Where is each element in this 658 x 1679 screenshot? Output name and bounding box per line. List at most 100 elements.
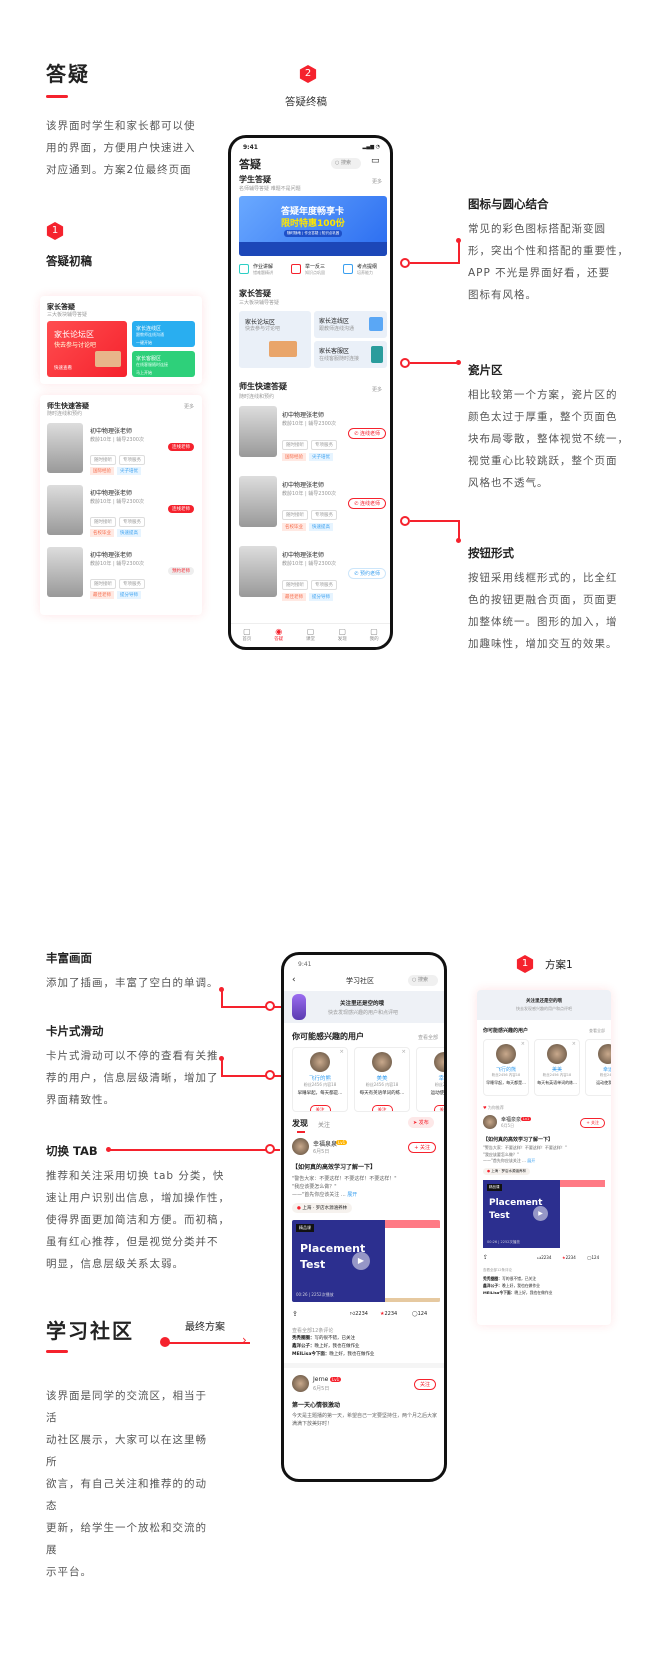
play-icon[interactable]: ▶: [533, 1206, 548, 1221]
more-link[interactable]: 更多: [183, 404, 194, 410]
start-link[interactable]: 一键开始: [136, 340, 152, 345]
view-comments-link[interactable]: 查看全部12条评论: [292, 1328, 334, 1334]
service-tile[interactable]: 家长客服区 在线客服随时连接: [314, 341, 387, 368]
comment-count: 124: [591, 1255, 600, 1260]
tag: 专项服务: [311, 510, 337, 520]
view-all-link[interactable]: 查看全部: [417, 1035, 438, 1041]
follow-button[interactable]: 关注: [413, 1379, 436, 1390]
forum-tile[interactable]: 家长论坛区 快去参与讨论吧: [239, 311, 311, 368]
service-tile[interactable]: 家长客服区 在线客服随时连接 马上开始: [132, 351, 195, 377]
star-button[interactable]: ★2234: [562, 1255, 576, 1260]
tab-item[interactable]: ▢发现: [338, 624, 347, 647]
more-link[interactable]: 更多: [371, 179, 382, 185]
message-icon[interactable]: ▭: [371, 156, 380, 166]
location-tag[interactable]: ● 上海 · 罗店水源涵养林: [483, 1168, 531, 1175]
close-icon[interactable]: ×: [520, 1041, 525, 1047]
share-icon[interactable]: ⇪: [483, 1254, 489, 1261]
star-button[interactable]: ★2234: [380, 1311, 397, 1317]
view-comments-link[interactable]: 查看全部12条评论: [483, 1268, 512, 1272]
empty-follow-banner: 关注里还是空的哦 快去发现感兴趣的用户和点评吧: [477, 990, 611, 1020]
post-title[interactable]: 【如何真的高效学习了解一下】: [292, 1164, 377, 1171]
avatar[interactable]: [483, 1115, 497, 1129]
connect-tile[interactable]: 家长连线区 跟教师连线沟通 一键开始: [132, 321, 195, 347]
share-icon[interactable]: ⇪: [292, 1310, 298, 1318]
follow-button[interactable]: + 关注: [545, 1095, 570, 1096]
follow-button[interactable]: 关注: [433, 1105, 444, 1111]
tab-item[interactable]: ▢首页: [242, 624, 251, 647]
follow-button[interactable]: + 关注: [408, 1142, 436, 1153]
follow-button[interactable]: 关注: [309, 1105, 331, 1111]
follow-button[interactable]: 关注: [371, 1105, 393, 1112]
card-subtitle: 随时连线和预约: [47, 411, 83, 417]
user-card[interactable]: ×幸运粉丝2456运动使我快...+ 关注: [585, 1039, 611, 1096]
follow-button[interactable]: + 关注: [494, 1095, 519, 1096]
comment: 鑫洋公子：晚上好，我也在做作业: [483, 1282, 552, 1289]
tab-item[interactable]: ▢我的: [370, 624, 379, 647]
connector-line: [221, 1075, 281, 1077]
feature-item[interactable]: 举一反三知识点巩固: [291, 262, 341, 278]
annotation-ring: [265, 1144, 275, 1154]
feature-item[interactable]: 作业讲解错难题精讲: [239, 262, 289, 278]
user-card[interactable]: ×幸运粉丝2456运动使我快...关注: [416, 1047, 444, 1112]
follow-label: 关注: [377, 1108, 387, 1112]
close-icon[interactable]: ×: [571, 1041, 576, 1047]
expand-link[interactable]: 展开: [527, 1158, 536, 1163]
play-icon[interactable]: ▶: [352, 1252, 370, 1270]
search-button[interactable]: ○ 搜索: [331, 158, 361, 169]
forum-tile[interactable]: 家长论坛区 快去参与讨论吧 快速查看: [47, 321, 127, 377]
tab-item[interactable]: ◉答疑: [274, 624, 283, 647]
quick-view-link[interactable]: 快速查看: [54, 366, 72, 371]
like-button[interactable]: 👍︎2234: [537, 1255, 551, 1261]
close-icon[interactable]: ×: [339, 1049, 344, 1055]
tab-discover[interactable]: 发现: [292, 1119, 308, 1128]
follow-button[interactable]: + 关注: [580, 1118, 605, 1128]
connector-dot: [456, 360, 461, 365]
more-link[interactable]: 更多: [371, 387, 382, 393]
video-player[interactable]: 精品课 Placement Test ▶ 00:26 | 2252次播放: [483, 1180, 605, 1248]
video-title-line1: Placement: [300, 1242, 366, 1255]
call-teacher-button[interactable]: ✆ 预约老师: [348, 568, 386, 579]
connect-tile[interactable]: 家长连线区 跟教师连线沟通: [314, 311, 387, 338]
section-title: 你可能感兴趣的用户: [292, 1032, 364, 1041]
comment-button[interactable]: ◯124: [412, 1311, 427, 1317]
post-title[interactable]: 【如何真的高效学习了解一下】: [483, 1137, 554, 1143]
comment-text: 写的很不错，已关注: [501, 1276, 537, 1281]
comment-button[interactable]: ◯124: [587, 1255, 599, 1260]
feature-item[interactable]: 考点提纲培养能力: [343, 262, 390, 278]
like-button[interactable]: 👍︎2234: [350, 1311, 368, 1317]
start-link[interactable]: 马上开始: [136, 370, 152, 375]
avatar[interactable]: [292, 1375, 309, 1392]
promo-banner[interactable]: 答疑年度畅享卡 限时特惠100份 随时随地 | 作业答疑 | 知识点巩固: [239, 196, 387, 256]
post-author[interactable]: 幸福泉泉: [501, 1117, 522, 1123]
post-author[interactable]: 幸福泉泉: [313, 1141, 338, 1148]
video-player[interactable]: 精品课 Placement Test ▶ 00:26 | 2252次播放: [292, 1220, 440, 1302]
follow-button[interactable]: + 关注: [596, 1095, 611, 1096]
feature-label: 举一反三: [305, 264, 326, 270]
heart-icon: ♥: [483, 1105, 487, 1110]
teacher-info: 教龄10年 | 辅导2300次: [90, 561, 144, 567]
call-teacher-button[interactable]: 预约老师: [168, 567, 194, 575]
location-tag[interactable]: ● 上海 · 罗店水源涵养林: [292, 1203, 353, 1213]
avatar[interactable]: [292, 1138, 309, 1155]
search-button[interactable]: ○ 搜索: [408, 975, 438, 986]
view-all-link[interactable]: 查看全部: [589, 1028, 605, 1033]
post-author[interactable]: Jerne: [313, 1376, 329, 1383]
tab-follow[interactable]: 关注: [318, 1122, 331, 1129]
post-title[interactable]: 第一天心情很激动: [292, 1402, 341, 1409]
call-teacher-button[interactable]: ✆ 连线老师: [348, 428, 386, 439]
close-icon[interactable]: ×: [401, 1049, 406, 1055]
highlight-tag: 提分导师: [309, 593, 333, 601]
back-icon[interactable]: ‹: [292, 975, 296, 985]
call-teacher-button[interactable]: ✆ 连线老师: [348, 498, 386, 509]
connector-line: [458, 240, 460, 264]
call-teacher-button[interactable]: 连线老师: [168, 443, 194, 451]
post-body: "警告大家：不要这样！不要这样！不要这样！" "我应该要怎么做？" ——"首先你…: [483, 1145, 567, 1165]
expand-link[interactable]: 展开: [347, 1192, 358, 1198]
tab-item[interactable]: ▢课堂: [306, 624, 315, 647]
publish-button[interactable]: ➤ 发布: [408, 1117, 434, 1128]
call-teacher-button[interactable]: 连线老师: [168, 505, 194, 513]
